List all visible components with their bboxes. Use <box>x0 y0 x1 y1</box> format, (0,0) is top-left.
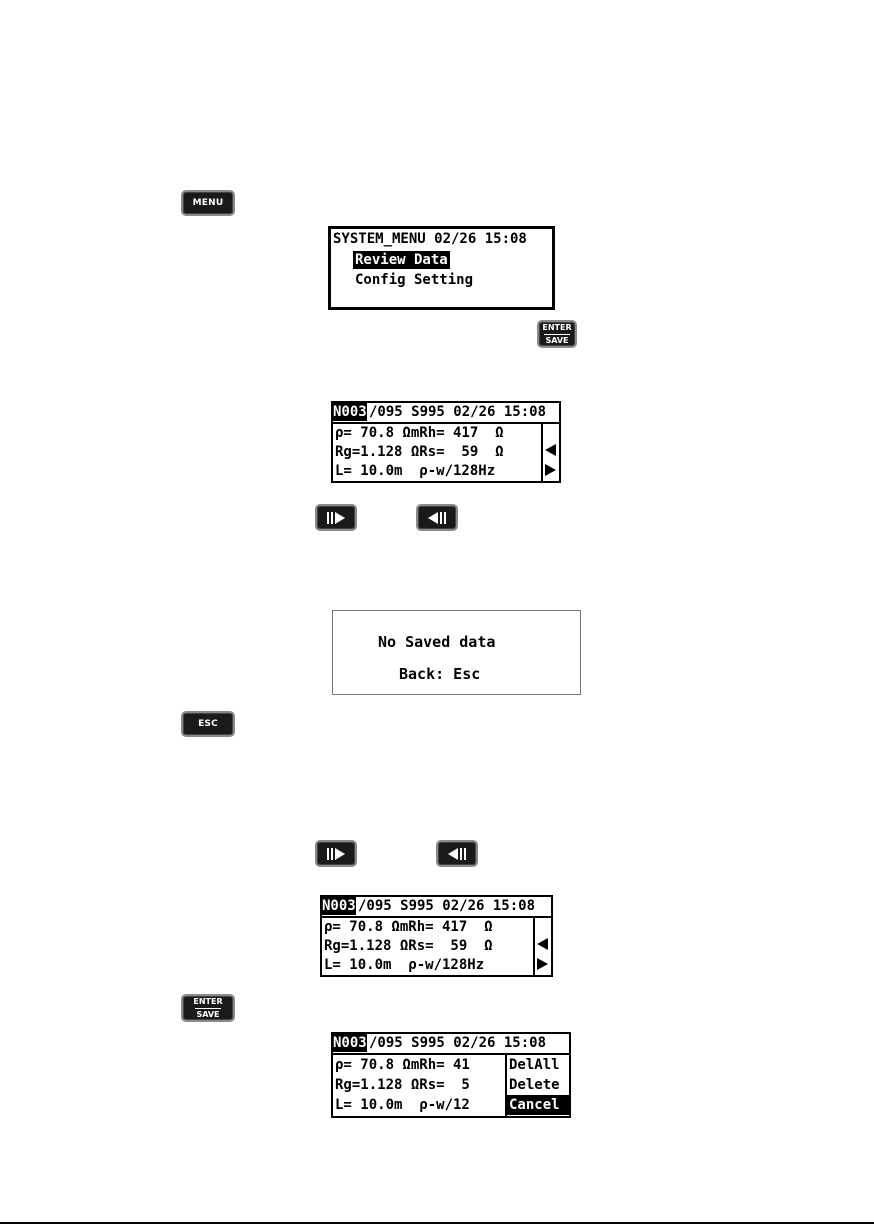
record-header: /095 S995 02/26 15:08 <box>369 1035 547 1051</box>
record-header: /095 S995 02/26 15:08 <box>369 404 547 420</box>
delete-options-menu: DelAll Delete Cancel <box>505 1055 569 1116</box>
data-row: ρ= 70.8 ΩmRh= 417 Ω <box>335 425 504 441</box>
menu-item-review-data: Review Data <box>353 251 450 269</box>
no-data-message: No Saved data <box>378 633 496 651</box>
forward-arrow-icon <box>315 504 357 531</box>
data-row: L= 10.0m ρ-w/128Hz <box>324 957 485 973</box>
record-number: N003 <box>333 403 367 421</box>
data-row: ρ= 70.8 ΩmRh= 41 <box>335 1057 470 1073</box>
delete-data-screen: N003 /095 S995 02/26 15:08 ρ= 70.8 ΩmRh=… <box>331 1032 571 1118</box>
scroll-right-icon <box>545 464 556 476</box>
record-number: N003 <box>333 1034 367 1052</box>
esc-key-icon: ESC <box>181 711 235 737</box>
enter-key-label: ENTER <box>193 996 223 1006</box>
save-key-label: SAVE <box>196 1009 220 1019</box>
scroll-right-icon <box>537 958 548 970</box>
menu-item-config-setting: Config Setting <box>355 272 474 288</box>
data-row: L= 10.0m ρ-w/12 <box>335 1097 470 1113</box>
system-menu-screen: SYSTEM_MENU 02/26 15:08 Review Data Conf… <box>328 226 555 310</box>
enter-key-label: ENTER <box>542 322 572 332</box>
enter-save-key-icon: ENTER SAVE <box>537 320 577 348</box>
data-row: L= 10.0m ρ-w/128Hz <box>335 463 496 479</box>
back-arrow-icon <box>416 504 458 531</box>
data-row: Rg=1.128 ΩRs= 5 <box>335 1077 470 1093</box>
forward-arrow-icon <box>315 840 357 867</box>
menu-item-cancel: Cancel <box>507 1095 569 1115</box>
review-data-screen: N003 /095 S995 02/26 15:08 ρ= 70.8 ΩmRh=… <box>331 401 561 483</box>
back-hint: Back: Esc <box>399 665 481 683</box>
menu-key-icon: MENU <box>181 190 235 216</box>
save-key-label: SAVE <box>545 335 569 345</box>
enter-save-key-icon: ENTER SAVE <box>181 994 235 1022</box>
data-row: ρ= 70.8 ΩmRh= 417 Ω <box>324 919 493 935</box>
record-number: N003 <box>322 897 356 915</box>
back-arrow-icon <box>436 840 478 867</box>
no-saved-data-screen: No Saved data Back: Esc <box>332 610 581 695</box>
system-menu-title: SYSTEM_MENU 02/26 15:08 <box>333 231 527 247</box>
scroll-left-icon <box>545 444 556 456</box>
menu-item-delall: DelAll <box>509 1057 560 1073</box>
record-header: /095 S995 02/26 15:08 <box>358 898 536 914</box>
scroll-left-icon <box>537 938 548 950</box>
review-data-screen: N003 /095 S995 02/26 15:08 ρ= 70.8 ΩmRh=… <box>320 895 553 977</box>
data-row: Rg=1.128 ΩRs= 59 Ω <box>324 938 493 954</box>
page-footer-rule <box>0 1222 874 1224</box>
menu-item-delete: Delete <box>509 1077 560 1093</box>
data-row: Rg=1.128 ΩRs= 59 Ω <box>335 444 504 460</box>
